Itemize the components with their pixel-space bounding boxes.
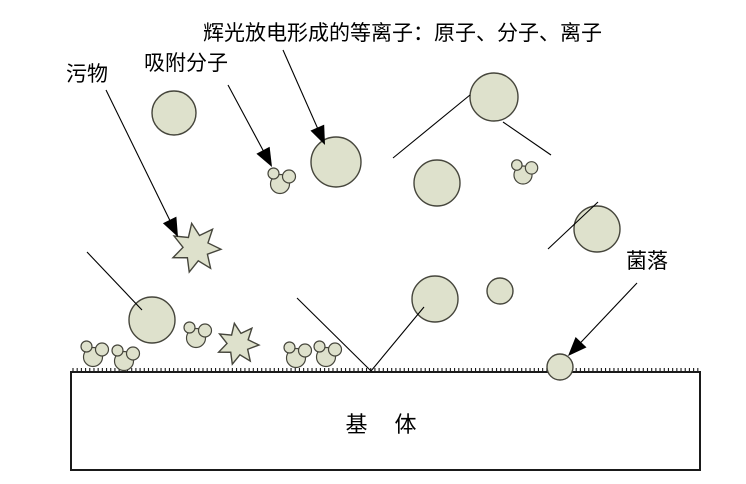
molecule-upper-right bbox=[511, 159, 539, 185]
circle-right bbox=[573, 205, 621, 253]
molecule-lobe-3 bbox=[297, 343, 313, 358]
colony-label: 菌落 bbox=[626, 249, 668, 273]
plasma-arrow-head bbox=[310, 124, 325, 145]
molecule-lobe-3 bbox=[281, 169, 297, 184]
plasma-arrow bbox=[282, 49, 325, 145]
plasma-leader-top-right-circle bbox=[547, 201, 599, 250]
substrate-group: 基 体 bbox=[70, 368, 701, 471]
molecule-mid-left bbox=[183, 321, 213, 349]
plasma-leader-v-left bbox=[296, 297, 372, 372]
contaminant-label: 污物 bbox=[66, 62, 108, 86]
molecule-lobe-2 bbox=[80, 340, 93, 353]
star-contaminant-lower bbox=[217, 321, 261, 366]
substrate-label: 基 体 bbox=[346, 413, 427, 438]
circle-mid bbox=[413, 159, 461, 207]
molecule-lobe-2 bbox=[267, 167, 280, 180]
circle-colony-on-substrate bbox=[546, 353, 574, 381]
molecule-lobe-2 bbox=[111, 344, 124, 357]
leader-lines-group bbox=[86, 94, 599, 372]
colony-arrow-head bbox=[568, 337, 587, 356]
labels-group: 辉光放电形成的等离子：原子、分子、离子 吸附分子 污物 菌落 bbox=[66, 21, 668, 273]
contaminant-arrow-head bbox=[162, 216, 178, 237]
molecule-surface-3 bbox=[283, 341, 313, 369]
circle-small-right bbox=[486, 277, 514, 305]
molecule-surface-2 bbox=[111, 344, 141, 372]
colony-arrow bbox=[568, 282, 638, 356]
contaminant-arrow-line bbox=[105, 89, 172, 223]
molecule-adsorbed-labeled bbox=[267, 167, 297, 195]
adsorbed-molecule-arrow bbox=[227, 84, 272, 167]
molecule-lobe-3 bbox=[125, 346, 141, 361]
molecule-lobe-3 bbox=[524, 161, 539, 175]
molecule-lobe-2 bbox=[313, 340, 326, 353]
molecule-lobe-2 bbox=[511, 159, 523, 171]
contaminant-arrow bbox=[105, 89, 178, 237]
adsorbed-molecule-label: 吸附分子 bbox=[144, 51, 228, 75]
molecule-lobe-3 bbox=[94, 342, 110, 357]
annotation-arrows-group bbox=[105, 49, 638, 356]
circle-upper-left bbox=[151, 90, 197, 136]
circle-top-right bbox=[469, 72, 519, 122]
star-contaminant-upper bbox=[171, 221, 223, 274]
circle-plasma-labeled bbox=[310, 136, 362, 188]
plasma-leader-upper-right bbox=[392, 94, 471, 159]
plasma-label: 辉光放电形成的等离子：原子、分子、离子 bbox=[203, 21, 602, 45]
molecule-surface-4 bbox=[313, 340, 343, 368]
molecule-lobe-2 bbox=[283, 341, 296, 354]
plasma-leader-v-right bbox=[370, 306, 425, 372]
plasma-leader-left-circle bbox=[86, 251, 143, 311]
molecule-lobe-3 bbox=[197, 323, 213, 338]
molecule-surface-1 bbox=[80, 340, 110, 368]
molecule-lobe-2 bbox=[183, 321, 196, 334]
plasma-arrow-line bbox=[282, 49, 320, 131]
adsorbed-molecule-arrow-line bbox=[227, 84, 265, 154]
circle-lower-mid bbox=[411, 275, 459, 323]
particles-group bbox=[80, 72, 621, 381]
colony-arrow-line bbox=[578, 282, 638, 345]
adsorbed-molecule-arrow-head bbox=[256, 146, 272, 167]
plasma-leader-far-right bbox=[502, 121, 552, 156]
molecule-lobe-3 bbox=[327, 342, 343, 357]
substrate-box bbox=[70, 371, 701, 471]
